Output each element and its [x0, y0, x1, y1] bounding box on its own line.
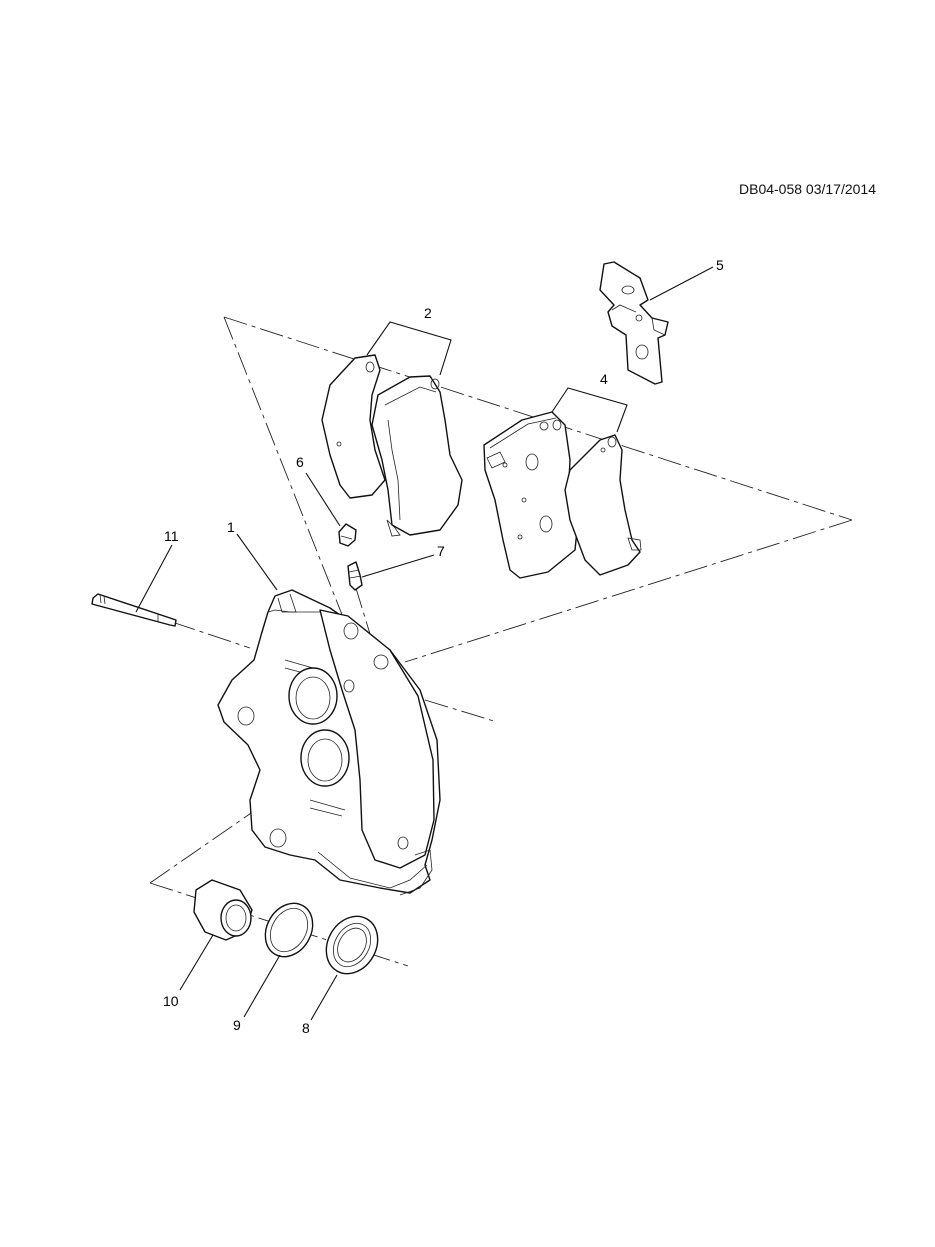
part-7-bleeder-valve [347, 561, 363, 591]
part-5-pad-clip [599, 261, 669, 385]
callout-7: 7 [437, 543, 445, 559]
part-2-brake-pad-set [321, 321, 463, 537]
callout-1: 1 [227, 519, 235, 535]
callout-4: 4 [600, 371, 608, 387]
part-10-piston [193, 879, 253, 941]
part-11-guide-pin [91, 593, 177, 627]
part-6-bleeder-cap [338, 523, 357, 547]
leader-lines [135, 266, 714, 1021]
callout-11: 11 [164, 528, 179, 544]
callout-5: 5 [716, 257, 724, 273]
callout-6: 6 [296, 454, 304, 470]
assembly-lines [149, 316, 853, 967]
callout-labels: 1 2 4 5 6 7 8 9 10 11 [163, 257, 724, 1036]
part-1-caliper-housing [217, 589, 441, 896]
part-8-dust-boot [325, 915, 379, 975]
callout-9: 9 [233, 1017, 241, 1033]
part-9-piston-seal [264, 902, 314, 958]
document-id: DB04-058 03/17/2014 [739, 181, 876, 197]
callout-2: 2 [424, 305, 432, 321]
callout-10: 10 [163, 993, 179, 1009]
callout-8: 8 [302, 1020, 310, 1036]
part-4-brake-pad-set [483, 387, 642, 579]
